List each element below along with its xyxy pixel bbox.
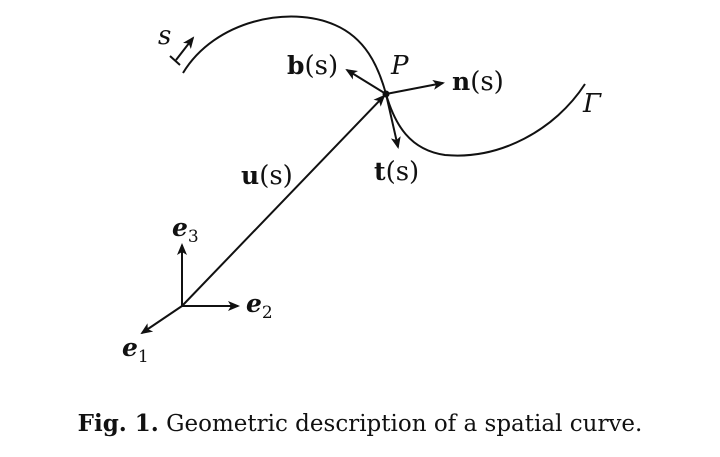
position-vector-u xyxy=(181,94,386,307)
label-t: t(s) xyxy=(374,157,419,187)
label-n-vec: n xyxy=(452,67,470,96)
label-b-vec: b xyxy=(287,51,304,80)
figure-caption: Fig. 1. Geometric description of a spati… xyxy=(0,410,720,437)
label-b-arg: (s) xyxy=(304,51,338,81)
label-e1-sub: 1 xyxy=(138,347,149,367)
label-p: P xyxy=(390,51,409,81)
point-p xyxy=(382,90,390,98)
label-b: b(s) xyxy=(287,51,338,81)
caption-text: Geometric description of a spatial curve… xyxy=(158,411,643,437)
label-t-vec: t xyxy=(374,157,386,186)
arc-length-arrow xyxy=(175,36,195,61)
label-u: u(s) xyxy=(241,161,293,191)
arc-length-tick xyxy=(169,55,181,66)
label-t-arg: (s) xyxy=(386,157,420,187)
basis-e1-arrow xyxy=(140,305,183,335)
tangent-vector-t xyxy=(385,93,401,149)
label-u-arg: (s) xyxy=(259,161,293,191)
label-e2-sub: 2 xyxy=(262,303,273,323)
label-n: n(s) xyxy=(452,67,504,97)
label-u-vec: u xyxy=(241,161,259,190)
label-e3-sub: 3 xyxy=(188,227,199,247)
label-s: s xyxy=(158,21,171,51)
label-gamma: Γ xyxy=(582,89,602,119)
label-e2-base: e xyxy=(246,289,262,318)
caption-label: Fig. 1. xyxy=(77,410,159,437)
label-e3: e3 xyxy=(172,213,199,247)
label-e1-base: e xyxy=(122,333,138,362)
label-n-arg: (s) xyxy=(470,67,504,97)
label-e3-base: e xyxy=(172,213,188,242)
label-e1: e1 xyxy=(122,333,149,367)
binormal-vector-b xyxy=(345,68,387,95)
label-e2: e2 xyxy=(246,289,273,323)
curve-gamma xyxy=(182,15,586,157)
normal-vector-n xyxy=(385,79,445,95)
